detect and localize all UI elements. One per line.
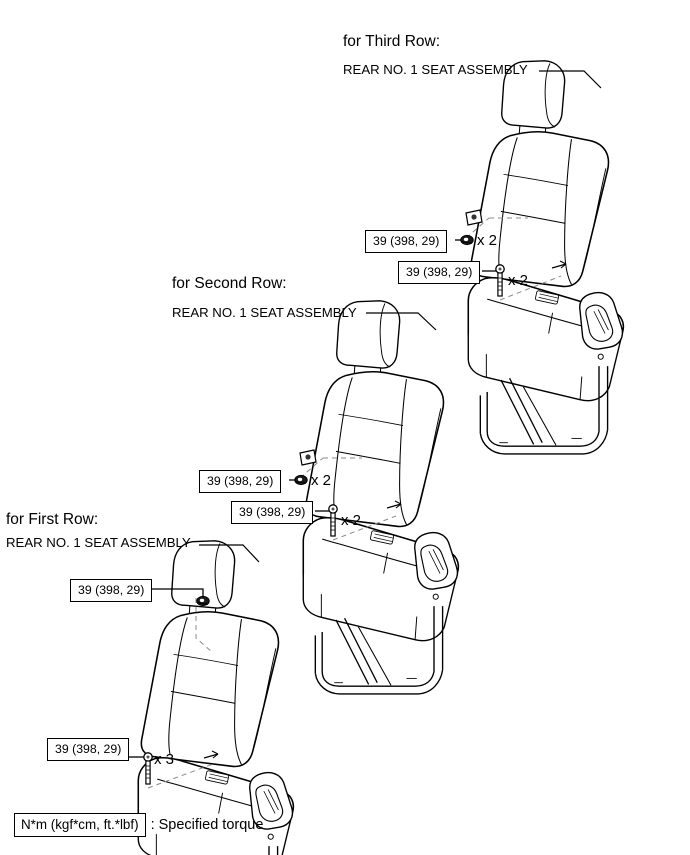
torque-spec-second-row-nut: 39 (398, 29) <box>199 470 282 494</box>
mount-bracket-third-row <box>465 209 483 226</box>
mount-bracket-second-row <box>299 449 317 466</box>
torque-spec-third-row-nut: 39 (398, 29) <box>365 230 448 254</box>
nut-icon <box>294 474 308 486</box>
leader-line-third-row <box>539 70 602 89</box>
part-label-first-row: REAR NO. 1 SEAT ASSEMBLY <box>6 535 191 550</box>
section-heading-third-row: for Third Row: <box>343 33 441 50</box>
torque-spec-second-row-bolt: 39 (398, 29) <box>231 501 314 525</box>
assembly-arrow-first-row <box>203 750 219 759</box>
hidden-lines-second-row-bolt <box>332 515 397 541</box>
section-heading-first-row: for First Row: <box>6 511 99 528</box>
part-label-second-row: REAR NO. 1 SEAT ASSEMBLY <box>172 305 357 320</box>
nut-icon <box>460 234 474 246</box>
torque-leader-first-nut <box>143 588 204 597</box>
leader-line-second-row <box>366 312 437 331</box>
legend-units-box: N*m (kgf*cm, ft.*lbf) <box>14 813 146 838</box>
part-label-third-row: REAR NO. 1 SEAT ASSEMBLY <box>343 62 528 77</box>
nut-icon <box>196 595 210 607</box>
quantity-second-row-bolt: x 2 <box>341 512 362 529</box>
assembly-arrow-third-row <box>551 260 567 269</box>
torque-spec-third-row-bolt: 39 (398, 29) <box>398 261 481 285</box>
torque-spec-first-row-bolt: 39 (398, 29) <box>47 738 130 762</box>
assembly-arrow-second-row <box>386 500 402 509</box>
seat-assembly-first-row <box>137 540 295 855</box>
legend-description: : Specified torque <box>150 817 264 834</box>
seat-assembly-third-row <box>467 60 625 455</box>
leader-line-first-row <box>199 544 260 563</box>
seat-assembly-second-row <box>302 300 460 695</box>
legend: N*m (kgf*cm, ft.*lbf) : Specified torque <box>14 813 264 838</box>
hidden-lines-third-row <box>465 217 528 239</box>
torque-spec-first-row-nut: 39 (398, 29) <box>70 579 153 603</box>
hidden-lines-second-row <box>299 457 362 479</box>
quantity-first-row-bolt: x 3 <box>154 751 175 768</box>
quantity-third-row-nut: x 2 <box>477 232 498 249</box>
quantity-third-row-bolt: x 2 <box>508 272 529 289</box>
hidden-lines-first-row-bolt <box>147 763 214 789</box>
quantity-second-row-nut: x 2 <box>311 472 332 489</box>
section-heading-second-row: for Second Row: <box>172 275 287 292</box>
hidden-lines-first-row-nut <box>195 598 213 653</box>
hidden-lines-third-row-bolt <box>499 275 562 301</box>
